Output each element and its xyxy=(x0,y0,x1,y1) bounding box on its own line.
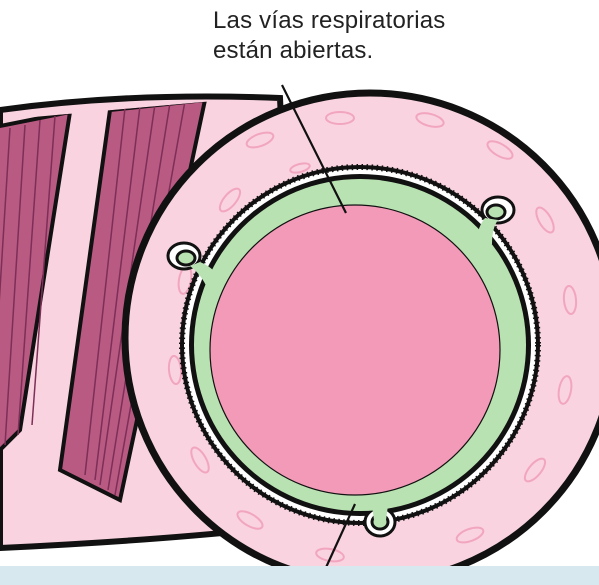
airway-annotation: Las vías respiratorias están abiertas. xyxy=(213,6,573,66)
annotation-line-1: Las vías respiratorias xyxy=(213,6,573,36)
bottom-caption-band xyxy=(0,566,599,585)
airway-lumen xyxy=(210,205,500,495)
annotation-line-2: están abiertas. xyxy=(213,36,573,66)
